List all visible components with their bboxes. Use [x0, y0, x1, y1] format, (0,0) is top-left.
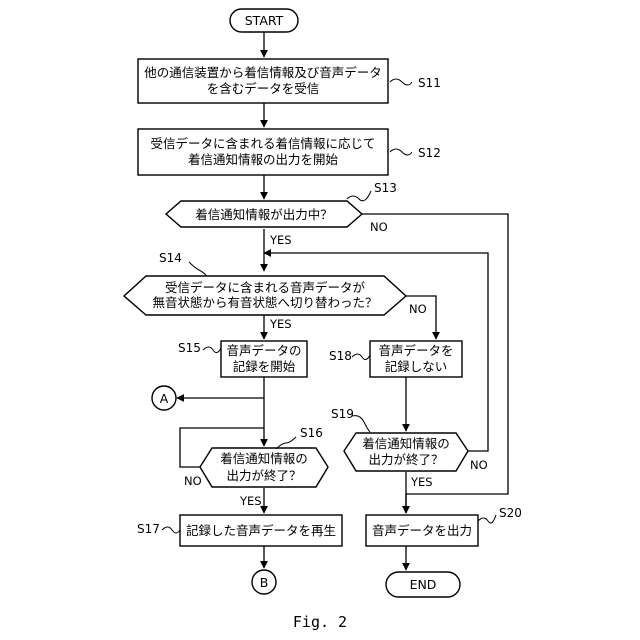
node-start: START [230, 9, 298, 32]
figure-caption: Fig. 2 [293, 613, 347, 631]
s13-yes-label: YES [269, 233, 292, 247]
node-s16: 着信通知情報の 出力が終了？ [200, 448, 328, 487]
s14-yes-label: YES [269, 317, 292, 331]
s16-line-1: 着信通知情報の [220, 451, 308, 466]
s18-line-2: 記録しない [385, 359, 448, 374]
s14-line-2: 無音状態から有音状態へ切り替わった？ [152, 295, 377, 310]
step-label-s19: S19 [331, 407, 354, 421]
s18-line-1: 音声データを [378, 343, 453, 358]
start-label: START [245, 13, 284, 28]
s16-line-2: 出力が終了？ [226, 468, 301, 483]
node-s18: 音声データを 記録しない [370, 341, 462, 377]
step-label-s20: S20 [499, 506, 522, 520]
connector-a-label: A [160, 391, 169, 406]
step-label-s13: S13 [374, 181, 397, 195]
node-s14: 受信データに含まれる音声データが 無音状態から有音状態へ切り替わった？ [124, 276, 406, 315]
step-label-s17: S17 [137, 522, 160, 536]
s11-line-2: を含むデータを受信 [207, 81, 320, 96]
connector-a: A [152, 386, 176, 410]
node-s15: 音声データの 記録を開始 [221, 341, 307, 377]
node-s20: 音声データを出力 [366, 515, 478, 546]
step-label-s15: S15 [178, 341, 201, 355]
node-s13: 着信通知情報が出力中？ [166, 201, 362, 227]
end-label: END [410, 577, 437, 592]
s14-no-label: NO [409, 302, 427, 316]
s12-line-1: 受信データに含まれる着信情報に応じて [150, 136, 375, 151]
node-s19: 着信通知情報の 出力が終了？ [344, 433, 468, 471]
s13-text: 着信通知情報が出力中？ [195, 207, 333, 222]
connector-b-label: B [260, 575, 269, 590]
s19-line-1: 着信通知情報の [362, 436, 450, 451]
s16-no-label: NO [184, 474, 202, 488]
step-label-s16: S16 [300, 426, 323, 440]
s19-no-label: NO [470, 458, 488, 472]
s19-yes-label: YES [410, 475, 433, 489]
node-s11: 他の通信装置から着信情報及び音声データ を含むデータを受信 [138, 59, 388, 103]
connector-b: B [252, 570, 276, 594]
s12-line-2: 着信通知情報の出力を開始 [188, 152, 339, 167]
node-end: END [386, 572, 460, 597]
s17-text: 記録した音声データを再生 [186, 523, 336, 538]
s11-line-1: 他の通信装置から着信情報及び音声データ [144, 65, 382, 80]
s20-text: 音声データを出力 [372, 523, 472, 538]
node-s17: 記録した音声データを再生 [180, 515, 342, 546]
s13-no-label: NO [370, 220, 388, 234]
s15-line-2: 記録を開始 [233, 359, 296, 374]
step-label-s18: S18 [329, 349, 352, 363]
s15-line-1: 音声データの [226, 343, 301, 358]
step-label-s14: S14 [159, 251, 182, 265]
s16-yes-label: YES [239, 494, 262, 508]
step-label-s11: S11 [418, 76, 441, 90]
node-s12: 受信データに含まれる着信情報に応じて 着信通知情報の出力を開始 [138, 129, 388, 175]
s19-line-2: 出力が終了？ [368, 452, 443, 467]
step-label-s12: S12 [418, 146, 441, 160]
s14-line-1: 受信データに含まれる音声データが [165, 280, 366, 295]
